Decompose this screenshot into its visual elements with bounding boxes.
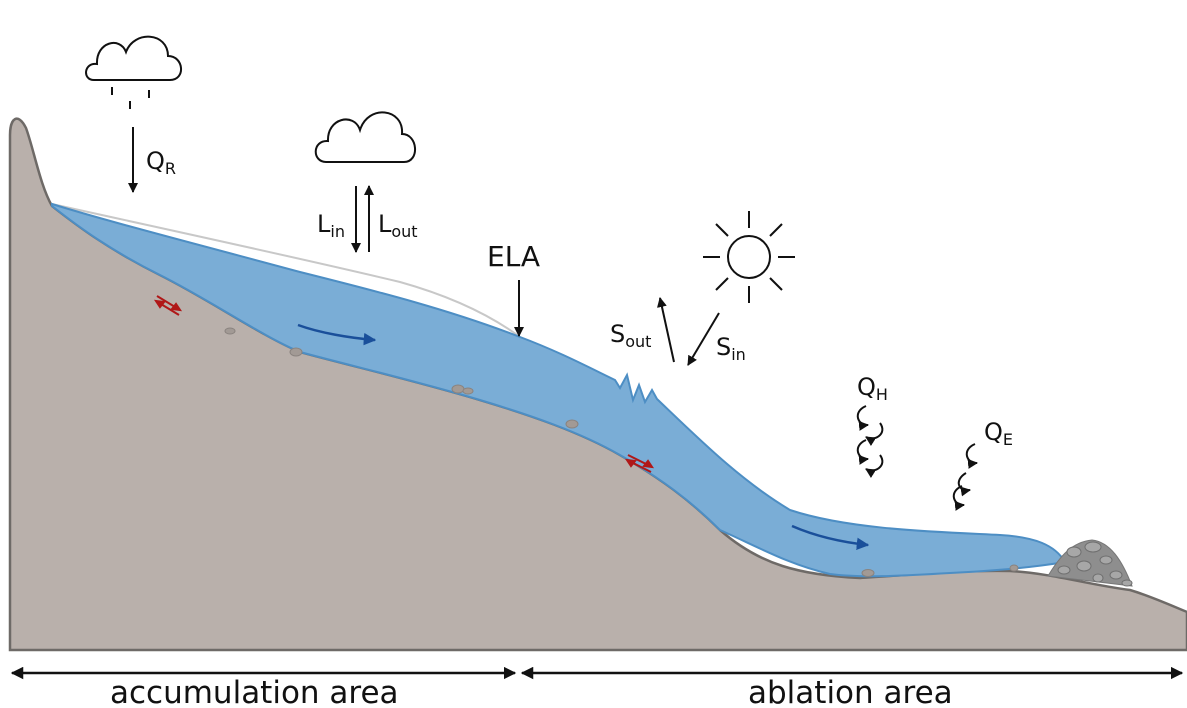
- terminal-moraine: [1047, 539, 1133, 587]
- longwave-out-symbol: L: [378, 210, 392, 238]
- shortwave-out-label: Sout: [610, 322, 651, 350]
- precipitation-symbol: Q: [146, 147, 165, 175]
- shortwave-in-label: Sin: [716, 335, 746, 363]
- sensible-heat-subscript: H: [875, 385, 888, 404]
- former-ice-surface: [51, 203, 521, 338]
- accumulation-area-label: accumulation area: [110, 675, 399, 708]
- longwave-out-label: Lout: [378, 212, 418, 240]
- shortwave-out-subscript: out: [625, 332, 652, 351]
- latent-heat-symbol: Q: [984, 418, 1003, 446]
- ela-label: ELA: [487, 240, 541, 273]
- shortwave-out-symbol: S: [610, 320, 626, 348]
- latent-heat-label: QE: [984, 420, 1013, 448]
- basal-sliding-arrows-upper: [153, 295, 183, 316]
- bed-rocks: [224, 327, 1019, 577]
- shortwave-out-arrow: [657, 297, 675, 363]
- sun-icon: [703, 211, 795, 303]
- ice-flow-arrow-upper: [297, 323, 377, 346]
- precipitation-subscript: R: [164, 159, 177, 178]
- longwave-in-label: Lin: [317, 212, 345, 240]
- sensible-heat-symbol: Q: [857, 373, 876, 401]
- rain-cloud-icon: [85, 35, 182, 109]
- ablation-area-label: ablation area: [748, 675, 953, 708]
- shortwave-in-subscript: in: [731, 345, 746, 364]
- latent-heat-subscript: E: [1002, 430, 1013, 449]
- longwave-in-symbol: L: [317, 210, 331, 238]
- sensible-heat-flux-icon: [856, 405, 884, 479]
- shortwave-in-symbol: S: [716, 333, 732, 361]
- cloud-icon: [314, 111, 416, 163]
- sensible-heat-label: QH: [857, 375, 888, 403]
- shortwave-in-arrow: [687, 312, 720, 366]
- ice-flow-arrow-lower: [791, 524, 870, 551]
- latent-heat-flux-icon: [952, 443, 978, 511]
- longwave-out-subscript: out: [391, 222, 418, 241]
- basal-sliding-arrows-lower: [624, 454, 655, 473]
- longwave-in-subscript: in: [330, 222, 345, 241]
- precipitation-label: QR: [146, 149, 176, 177]
